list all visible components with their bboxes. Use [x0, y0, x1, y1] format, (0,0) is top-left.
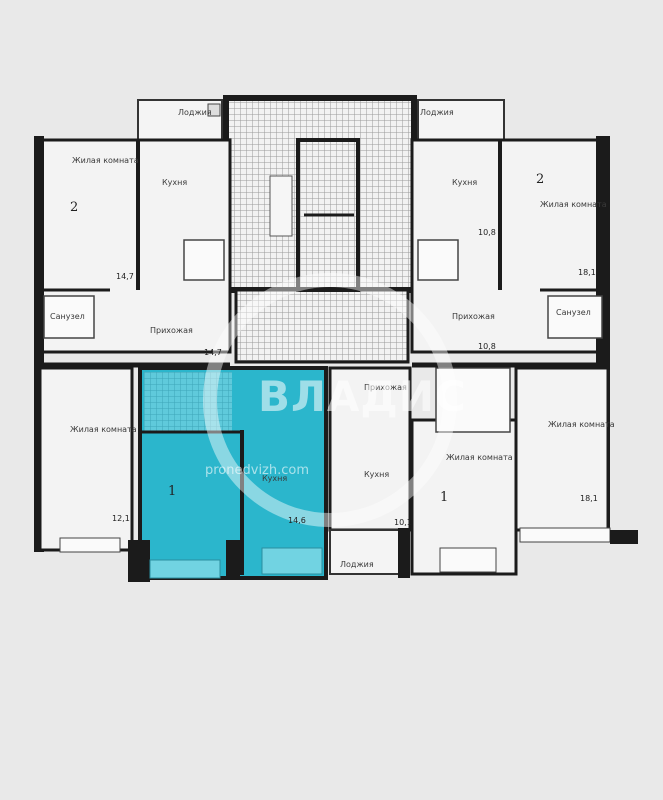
room-label: Лоджия	[178, 108, 212, 117]
room-label: Кухня	[364, 470, 390, 479]
apartment-number: 1	[440, 490, 449, 505]
room-label: Кухня	[262, 474, 288, 483]
room-label: Жилая комната	[70, 425, 137, 434]
apartment-number: 1	[168, 484, 177, 499]
elevator-lobby	[234, 288, 410, 364]
area-value: 14,7	[116, 272, 134, 281]
room-label: Кухня	[452, 178, 478, 187]
room-label: Прихожая	[150, 326, 193, 335]
room-label: Жилая комната	[548, 420, 615, 429]
room-label: Санузел	[556, 308, 591, 317]
area-value: 10,1	[394, 518, 412, 527]
room-label: Кухня	[162, 178, 188, 187]
area-value: 10,8	[478, 342, 496, 351]
room-label: Жилая комната	[540, 200, 607, 209]
loggia-top-right	[417, 99, 505, 141]
room-label: Прихожая	[452, 312, 495, 321]
area-value: 14,7	[204, 348, 222, 357]
room-label: Лоджия	[340, 560, 374, 569]
apartment-number: 2	[70, 200, 79, 215]
watermark-site: pronedvizh.com	[205, 463, 310, 478]
apartment-number: 2	[536, 172, 545, 187]
room-label: Жилая комната	[72, 156, 139, 165]
room-label: Прихожая	[364, 383, 407, 392]
watermark-brand: ВЛАДИС	[258, 372, 467, 421]
area-value: 18,1	[580, 494, 598, 503]
area-value: 10,8	[478, 228, 496, 237]
elevator-shaft	[296, 138, 360, 292]
room-label: Лоджия	[420, 108, 454, 117]
area-value: 12,1	[112, 514, 130, 523]
area-value: 18,1	[578, 268, 596, 277]
apt-middle	[328, 366, 412, 532]
stair-core	[223, 95, 417, 293]
living-bottom-right	[514, 366, 610, 532]
watermark-circle	[203, 273, 457, 527]
area-value: 14,6	[288, 516, 306, 525]
room-label: Жилая комната	[446, 453, 513, 462]
room-label: Санузел	[50, 312, 85, 321]
